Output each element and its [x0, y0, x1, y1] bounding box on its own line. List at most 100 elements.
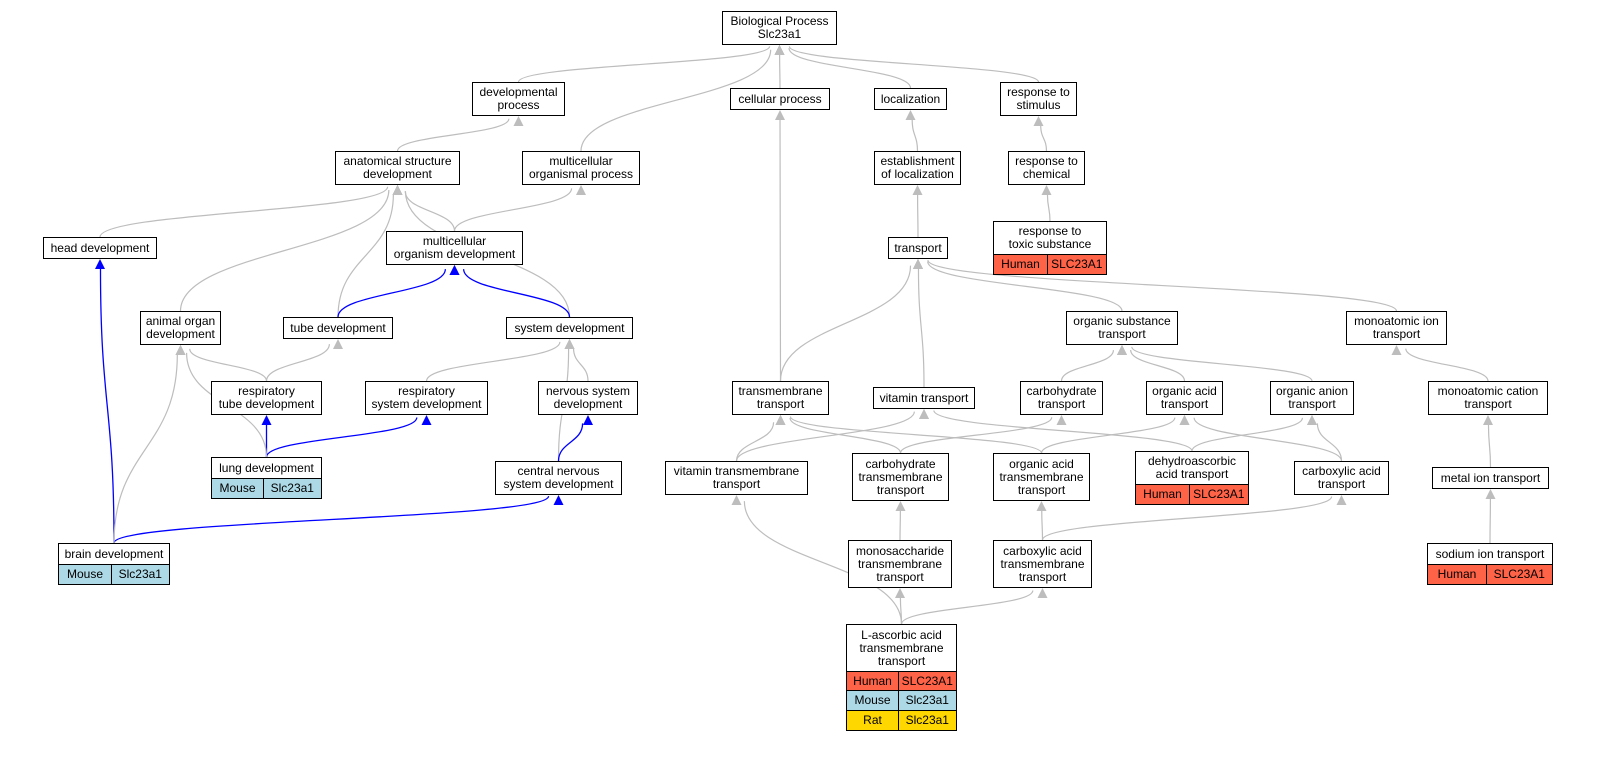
- go-term-carbohydrate-transport: carbohydrate transport: [1020, 381, 1103, 415]
- go-term-anatomical-structure-development: anatomical structure development: [335, 151, 460, 185]
- edge-arrowhead: [1391, 345, 1402, 355]
- edge-organic-acid-transmembrane-transport-to-organic-acid-transport: [1040, 417, 1176, 454]
- species-cell: Mouse: [846, 690, 899, 712]
- go-term-animal-organ-development: animal organ development: [140, 311, 221, 345]
- edge-respiratory-system-development-to-system-development: [425, 341, 561, 382]
- species-cell: Human: [993, 253, 1048, 275]
- edge-arrowhead: [175, 345, 186, 355]
- gene-cell: Slc23a1: [110, 563, 170, 585]
- go-term-sodium-ion-transport: sodium ion transport: [1427, 543, 1553, 565]
- go-term-carbohydrate-transmembrane-transport: carbohydrate transmembrane transport: [852, 453, 949, 501]
- edge-tube-development-to-anatomical-structure-development: [337, 194, 394, 318]
- go-term-multicellular-organism-development: multicellular organism development: [386, 231, 523, 265]
- edge-organic-anion-transport-to-organic-substance-transport: [1131, 346, 1313, 382]
- edge-central-nervous-system-development-to-nervous-system-development: [557, 423, 584, 462]
- edge-developmental-process-to-biological-process: [517, 45, 771, 83]
- edge-carbohydrate-transport-to-organic-substance-transport: [1060, 349, 1115, 382]
- edge-arrowhead: [392, 185, 403, 195]
- go-term-respiratory-tube-development: respiratory tube development: [211, 381, 322, 415]
- edge-arrowhead: [261, 415, 272, 425]
- go-term-l-ascorbic-acid-transmembrane-transport: L-ascorbic acid transmembrane transport: [846, 624, 957, 672]
- go-term-carboxylic-acid-transmembrane-transport: carboxylic acid transmembrane transport: [993, 540, 1092, 588]
- edge-monoatomic-cation-transport-to-monoatomic-ion-transport: [1405, 348, 1489, 382]
- species-cell: Mouse: [58, 563, 112, 585]
- edge-arrowhead: [553, 495, 564, 505]
- edge-anatomical-structure-development-to-developmental-process: [396, 118, 510, 152]
- edge-brain-development-to-head-development: [99, 268, 115, 544]
- edge-carboxylic-acid-transmembrane-transport-to-carboxylic-acid-transport: [1041, 496, 1333, 541]
- go-term-organic-acid-transmembrane-transport: organic acid transmembrane transport: [993, 453, 1090, 501]
- go-term-monoatomic-ion-transport: monoatomic ion transport: [1346, 311, 1447, 345]
- edge-vitamin-transmembrane-transport-to-transmembrane-transport: [735, 422, 775, 462]
- edge-brain-development-to-animal-organ-development: [113, 354, 178, 544]
- edge-vitamin-transmembrane-transport-to-vitamin-transport: [735, 411, 915, 462]
- edge-response-to-toxic-substance-to-response-to-chemical: [1046, 194, 1051, 222]
- edge-arrowhead: [775, 110, 785, 120]
- edge-arrowhead: [1485, 489, 1496, 499]
- go-term-lung-development: lung development: [211, 457, 322, 479]
- edge-carboxylic-acid-transmembrane-transport-to-organic-acid-transmembrane-transport: [1041, 510, 1044, 541]
- go-term-organic-anion-transport: organic anion transport: [1270, 381, 1354, 415]
- edge-transmembrane-transport-to-transport: [779, 265, 912, 382]
- species-cell: Human: [846, 670, 899, 692]
- go-term-system-development: system development: [506, 317, 633, 339]
- edge-response-to-chemical-to-response-to-stimulus: [1040, 125, 1048, 152]
- edge-lung-development-to-respiratory-system-development: [265, 417, 418, 458]
- edge-brain-development-to-central-nervous-system-development: [113, 495, 550, 544]
- edge-arrowhead: [449, 265, 460, 275]
- edge-organic-acid-transmembrane-transport-to-transmembrane-transport: [789, 415, 1043, 454]
- go-term-establishment-of-localization: establishment of localization: [874, 151, 961, 185]
- edge-arrowhead: [919, 409, 929, 419]
- gene-cell: Slc23a1: [897, 690, 957, 712]
- go-term-central-nervous-system-development: central nervous system development: [495, 461, 622, 495]
- edge-l-ascorbic-acid-transmembrane-transport-to-vitamin-transmembrane-transport: [743, 501, 903, 625]
- go-term-biological-process: Biological Process Slc23a1: [722, 11, 837, 45]
- edge-arrowhead: [583, 415, 593, 425]
- edge-organic-substance-transport-to-transport: [927, 261, 1123, 312]
- edge-vitamin-transport-to-transport: [917, 268, 925, 388]
- edge-response-to-stimulus-to-biological-process: [788, 45, 1040, 83]
- edge-arrowhead: [421, 415, 432, 425]
- go-term-metal-ion-transport: metal ion transport: [1432, 467, 1549, 489]
- gene-cell: SLC23A1: [1485, 563, 1553, 585]
- edge-carboxylic-acid-transport-to-organic-anion-transport: [1316, 423, 1343, 462]
- edge-arrowhead: [731, 495, 742, 505]
- go-term-brain-development: brain development: [58, 543, 170, 565]
- go-term-cellular-process: cellular process: [730, 88, 830, 110]
- go-term-respiratory-system-development: respiratory system development: [365, 381, 488, 415]
- edge-l-ascorbic-acid-transmembrane-transport-to-carboxylic-acid-transmembrane-transport: [900, 590, 1034, 625]
- go-term-response-to-toxic-substance: response to toxic substance: [993, 221, 1107, 255]
- edge-arrowhead: [1307, 415, 1317, 425]
- edge-respiratory-tube-development-to-animal-organ-development: [189, 348, 268, 382]
- edge-arrowhead: [774, 45, 785, 55]
- edge-arrowhead: [1033, 116, 1044, 126]
- edge-arrowhead: [913, 259, 923, 269]
- edge-metal-ion-transport-to-monoatomic-cation-transport: [1487, 424, 1492, 468]
- go-term-vitamin-transmembrane-transport: vitamin transmembrane transport: [665, 461, 808, 495]
- edge-carbohydrate-transmembrane-transport-to-carbohydrate-transport: [899, 417, 1053, 454]
- edge-arrowhead: [95, 259, 105, 269]
- edge-arrowhead: [333, 339, 343, 349]
- edge-arrowhead: [1037, 588, 1048, 598]
- go-term-transmembrane-transport: transmembrane transport: [732, 381, 829, 415]
- edge-arrowhead: [912, 185, 923, 195]
- edge-arrowhead: [775, 415, 786, 425]
- go-term-developmental-process: developmental process: [472, 82, 565, 116]
- edge-localization-to-biological-process: [788, 47, 912, 89]
- species-cell: Mouse: [211, 477, 264, 499]
- go-term-transport: transport: [888, 237, 948, 259]
- gene-cell: SLC23A1: [897, 670, 957, 692]
- edge-dehydroascorbic-acid-transport-to-vitamin-transport: [933, 410, 1193, 452]
- edge-multicellular-organismal-process-to-biological-process: [580, 49, 772, 152]
- edge-arrowhead: [513, 116, 524, 126]
- edge-establishment-of-localization-to-localization: [911, 119, 919, 152]
- edge-tube-development-to-multicellular-organism-development: [337, 268, 447, 318]
